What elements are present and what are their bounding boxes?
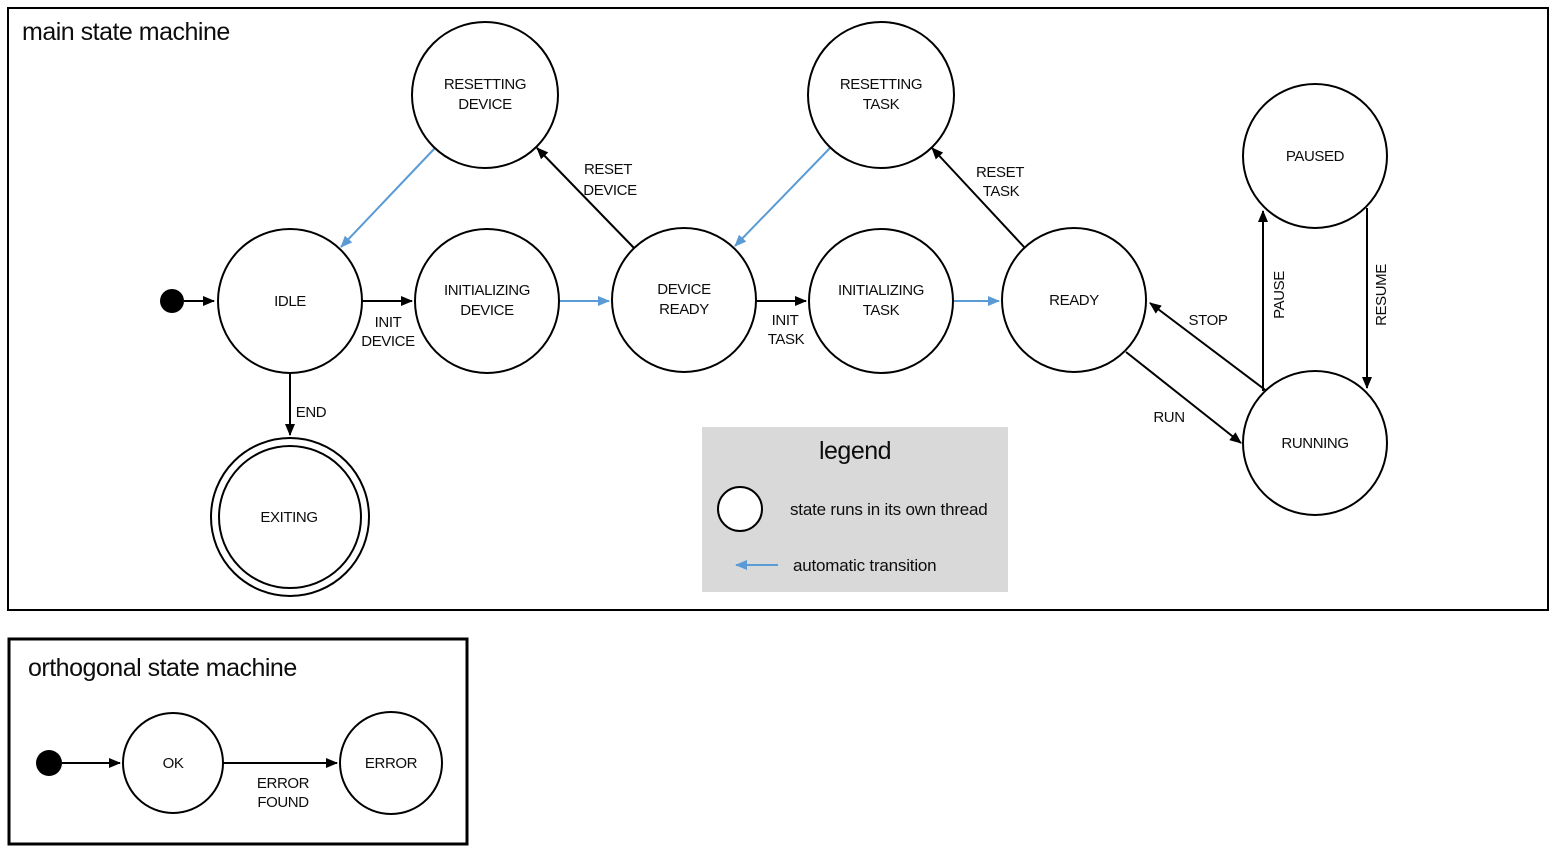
state-running: RUNNING (1242, 370, 1388, 516)
state-resetting-task-circle (807, 21, 955, 169)
state-device-ready-label-line1: DEVICE (657, 281, 711, 298)
legend: legend state runs in its own thread auto… (702, 427, 1008, 592)
transition-auto-resetting-task-to-device-ready (734, 147, 831, 247)
state-ok: OK (122, 712, 224, 814)
transition-stop-label: STOP (1189, 312, 1228, 329)
state-paused-label: PAUSED (1286, 148, 1345, 165)
transition-resume-label: RESUME (1373, 264, 1390, 326)
state-idle-label: IDLE (274, 293, 306, 310)
legend-threaded-state-label: state runs in its own thread (790, 500, 988, 519)
transition-run (1125, 351, 1242, 444)
transition-error-found-label-line1: ERROR (257, 775, 310, 792)
state-initializing-device-label-line2: DEVICE (460, 302, 514, 319)
state-initializing-task: INITIALIZING TASK (808, 228, 954, 374)
orthogonal-initial-state-dot (36, 750, 62, 776)
main-transitions: INIT DEVICE RESET DEVICE INIT TASK RESET… (160, 147, 1390, 444)
state-device-ready-label-line2: READY (659, 301, 709, 318)
transition-stop (1149, 302, 1269, 393)
transition-run-label: RUN (1153, 409, 1184, 426)
transition-init-task-label-line2: TASK (768, 331, 805, 348)
transition-init-task-label-line1: INIT (772, 312, 799, 329)
state-resetting-device-label-line1: RESETTING (444, 76, 526, 93)
state-initializing-task-circle (808, 228, 954, 374)
state-error-circle (339, 711, 443, 815)
transition-reset-task-label-line1: RESET (976, 164, 1024, 181)
transition-reset-device-label-line1: RESET (584, 161, 632, 178)
state-resetting-task-label-line1: RESETTING (840, 76, 922, 93)
state-paused: PAUSED (1242, 83, 1388, 229)
state-ready-label: READY (1049, 292, 1099, 309)
state-initializing-device: INITIALIZING DEVICE (414, 228, 560, 374)
orthogonal-panel-title: orthogonal state machine (28, 654, 297, 682)
state-ok-label: OK (163, 755, 184, 772)
state-running-label: RUNNING (1281, 435, 1348, 452)
state-ready-circle (1001, 227, 1147, 373)
state-error: ERROR (339, 711, 443, 815)
main-states: IDLE RESETTING DEVICE INITIALIZING DEVIC… (210, 21, 1388, 597)
transition-reset-task (931, 147, 1026, 249)
transition-init-device-label-line2: DEVICE (361, 333, 415, 350)
state-idle-circle (217, 228, 363, 374)
state-resetting-device-circle (411, 21, 559, 169)
main-state-machine-panel: main state machine INIT DEVICE RESET DEV… (7, 7, 1549, 611)
transition-reset-device-label-line2: DEVICE (583, 182, 637, 199)
state-resetting-device-label-line2: DEVICE (458, 96, 512, 113)
state-resetting-task-label-line2: TASK (863, 96, 900, 113)
legend-threaded-state-icon (717, 486, 763, 532)
state-exiting-inner-circle (218, 445, 362, 589)
state-initializing-task-label-line1: INITIALIZING (838, 282, 924, 299)
orthogonal-state-machine-panel: orthogonal state machine OK ERROR FOUND … (7, 637, 469, 846)
state-paused-circle (1242, 83, 1388, 229)
state-exiting-final: EXITING (210, 437, 370, 597)
transition-end-label: END (296, 404, 327, 421)
legend-title: legend (819, 437, 891, 465)
transition-auto-resetting-device-to-idle (340, 147, 436, 248)
initial-state-dot (160, 289, 184, 313)
state-device-ready-circle (611, 227, 757, 373)
state-initializing-device-circle (414, 228, 560, 374)
state-initializing-device-label-line1: INITIALIZING (444, 282, 530, 299)
state-idle: IDLE (217, 228, 363, 374)
state-ready: READY (1001, 227, 1147, 373)
transition-reset-device (536, 147, 635, 249)
main-panel-title: main state machine (22, 18, 230, 46)
legend-automatic-label: automatic transition (793, 556, 936, 575)
transition-reset-task-label-line2: TASK (983, 183, 1020, 200)
state-resetting-task: RESETTING TASK (807, 21, 955, 169)
state-resetting-device: RESETTING DEVICE (411, 21, 559, 169)
transition-pause-label: PAUSE (1271, 271, 1288, 319)
state-exiting-label: EXITING (260, 509, 317, 526)
state-running-circle (1242, 370, 1388, 516)
transition-error-found-label-line2: FOUND (257, 794, 309, 811)
transition-init-device-label-line1: INIT (375, 314, 402, 331)
state-initializing-task-label-line2: TASK (863, 302, 900, 319)
state-error-label: ERROR (365, 755, 418, 772)
state-device-ready: DEVICE READY (611, 227, 757, 373)
